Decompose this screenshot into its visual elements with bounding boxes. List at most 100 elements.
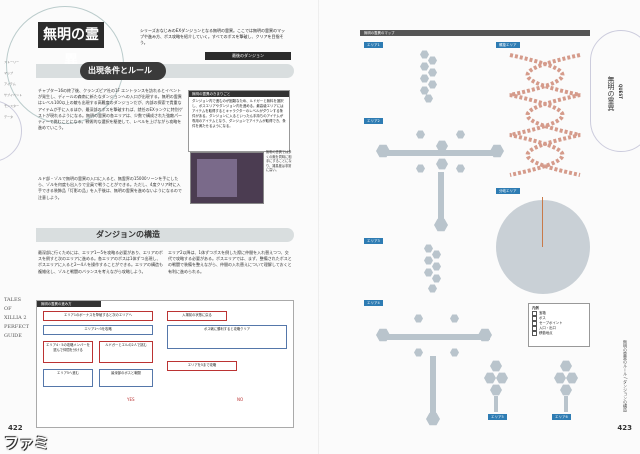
side-navigation: ストーリー マップ アイテム サブイベント モンスター データ <box>4 60 34 126</box>
map-room <box>560 360 572 372</box>
map-room <box>420 86 429 95</box>
map-room <box>456 130 465 139</box>
section-heading-structure: ダンジョンの構造 <box>36 228 294 242</box>
map-room <box>416 164 425 173</box>
side-nav-item: ストーリー <box>4 60 20 64</box>
area-tag: 分岐エリア <box>496 188 520 194</box>
spiral-area-map <box>509 53 581 177</box>
legend-item: セーブポイント <box>532 321 586 326</box>
map-room <box>490 360 502 372</box>
legend-item: ボス <box>532 316 586 321</box>
map-room <box>424 244 433 253</box>
map-corridor <box>564 396 568 412</box>
map-room <box>428 68 437 77</box>
rules-info-box: 無明の霊異のきまりごと ダンジョン内で進むのが困難なため、ルドガーと無料を選択し… <box>188 90 290 152</box>
map-room <box>420 62 429 71</box>
left-page: 無明の霊異 ストーリー マップ アイテム サブイベント モンスター データ シリ… <box>0 0 320 454</box>
section-heading-label: 出現条件とルール <box>88 66 152 75</box>
intro-text: シリーズおなじみのEXダンジョンとなる無明の霊異。ここでは無明の霊異のマップや進… <box>140 28 285 45</box>
map-room <box>424 268 433 277</box>
map-room <box>560 384 572 396</box>
flow-yes-label: YES <box>127 397 135 402</box>
map-corridor <box>438 172 444 222</box>
map-room <box>414 314 423 323</box>
flow-step: エリアを5まで攻略 <box>167 361 237 371</box>
map-room <box>436 158 448 170</box>
area-tag: エリア3 <box>364 238 383 244</box>
map-room <box>490 384 502 396</box>
flowchart-title: 無明の霊異の進み方 <box>37 301 101 307</box>
screenshot-caption: 無明の霊異では多くの敵を同時に相手にすることになり、難易度は非常に高い。 <box>266 150 292 173</box>
info-box-text: ダンジョン内で進むのが困難なため、ルドガーと無料を選択し、ボスエリアやダンジョン… <box>192 99 286 128</box>
legend-item: 入口・出口 <box>532 326 586 331</box>
page-number-left: 422 <box>8 424 23 432</box>
map-room <box>416 130 425 139</box>
map-room <box>414 348 423 357</box>
game-screenshot <box>190 152 264 204</box>
map-room <box>420 74 429 83</box>
map-corridor <box>380 334 490 340</box>
quest-label: QUEST <box>618 84 623 99</box>
side-nav-item: サブイベント <box>4 93 23 97</box>
flow-step: エリア4・5の攻略メンバーを選んで仲間を分ける <box>43 341 93 363</box>
section-heading-bg <box>80 62 166 80</box>
conditions-body-text-2: ルド部・ゾルで無明の霊異の入口に入ると、無霊界の15000ソーンを手にしたら、ゾ… <box>38 176 182 200</box>
map-room <box>432 262 441 271</box>
map-room <box>426 412 440 426</box>
map-room <box>436 140 448 152</box>
map-room <box>424 256 433 265</box>
map-legend: 凡例 宝箱 ボス セーブポイント 入口・出口 移動地点 <box>528 303 590 347</box>
map-room <box>376 144 390 158</box>
side-nav-item: マップ <box>4 71 14 75</box>
flow-step: エリア1〜3を攻略 <box>43 325 153 335</box>
map-room <box>478 328 492 342</box>
map-corridor <box>430 356 436 416</box>
structure-body-text: 最深部に行くためには、エリア1〜5を攻略る必要があり、エリアのボスを倒すと次のエ… <box>38 250 164 274</box>
map-room <box>432 274 441 283</box>
map-room <box>420 50 429 59</box>
chapter-title: 無明の霊異 <box>607 76 615 111</box>
decorative-circle <box>590 30 640 152</box>
legend-item: 移動地点 <box>532 331 586 336</box>
flow-step: ルドガーとエルの2人で挑む <box>99 341 153 363</box>
map-room <box>432 250 441 259</box>
flow-step: 入場前の状態に戻る <box>167 311 227 321</box>
section-heading-label: ダンジョンの構造 <box>96 230 160 239</box>
flow-step: ボス戦に勝利すると攻略クリア <box>167 325 287 349</box>
conditions-body-text: チャプター16の終了後、クランズピア社の1F エントランスを訪れるとイベントが発… <box>38 88 183 131</box>
side-caption: 無明の霊異のルール / ダンジョンの構造 <box>623 340 628 412</box>
map-room <box>376 328 390 342</box>
flow-step: エリア1のボーナスを撃破すると次のエリアへ <box>43 311 153 321</box>
chapter-title-column: 無明の霊異 QUEST <box>602 24 632 134</box>
area-tag: エリア6 <box>552 414 571 420</box>
flow-step: 最深部のボスと戦闘 <box>99 369 153 387</box>
flow-no-label: NO <box>237 397 244 402</box>
map-room <box>428 284 437 293</box>
branch-area-pointer <box>542 197 543 247</box>
map-room <box>496 372 508 384</box>
map-room <box>424 94 433 103</box>
flowchart: 無明の霊異の進み方 エリア1のボーナスを撃破すると次のエリアへ エリア1〜3を攻… <box>36 300 294 428</box>
area-tag: 螺旋エリア <box>496 42 520 48</box>
side-nav-item: モンスター <box>4 104 19 108</box>
map-room <box>456 164 465 173</box>
area-tag: エリア5 <box>488 414 507 420</box>
map-header: 無明の霊異のマップ <box>360 30 590 36</box>
watermark: ファミ通.com <box>4 434 50 452</box>
map-room <box>428 56 437 65</box>
sub-banner: 最後のダンジョン <box>205 52 291 60</box>
area-tag: エリア1 <box>364 42 383 48</box>
map-room <box>450 348 459 357</box>
map-corridor <box>380 150 500 156</box>
series-logo-vertical: TALES OF XILLIA 2 PERFECT GUIDE <box>4 297 30 339</box>
page-title: 無明の霊異 <box>38 22 104 69</box>
map-room <box>450 314 459 323</box>
map-room <box>554 372 566 384</box>
map-room <box>490 144 504 158</box>
map-room <box>428 80 437 89</box>
side-nav-item: アイテム <box>4 82 16 86</box>
section-heading-conditions: 出現条件とルール <box>36 62 294 80</box>
map-room <box>434 218 448 232</box>
side-nav-item: データ <box>4 115 14 119</box>
